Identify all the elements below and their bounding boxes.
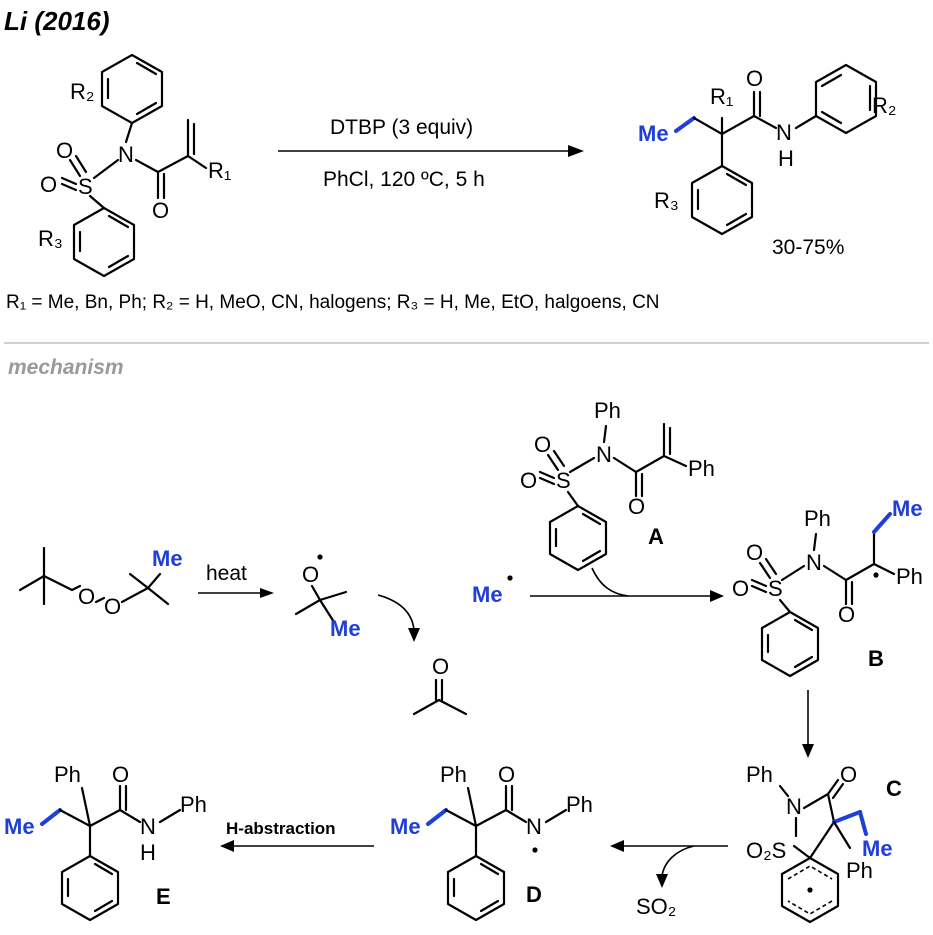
o-atom: O [56,138,73,163]
r1-label: R₁ [710,84,733,109]
label-b: B [868,646,884,671]
label-e: E [156,884,171,909]
product: Me R₁ O N H R₂ R₃ [638,63,896,236]
compound-e-structure: Me Ph O N H Ph [4,762,207,922]
o-atom: O [112,762,129,787]
me-label: Me [152,546,183,571]
dtbp-structure: O O Me [18,546,183,619]
o-atom: O [746,540,763,565]
n-atom: N [776,120,792,145]
acetone-structure: O [412,654,468,716]
compound-b-structure: Ph N S O O O Me Ph [732,496,923,678]
tbuo-radical: O Me [294,554,361,641]
o-atom: O [302,562,319,587]
label-d: D [526,882,542,907]
h-abstraction-label: H-abstraction [226,819,336,838]
o-atom: O [104,594,121,619]
h-abstraction-arrow [220,840,374,852]
me-label: Me [330,616,361,641]
reagent-label: DTBP (3 equiv) [330,116,473,139]
s-atom: S [78,174,93,199]
mechanism-heading: mechanism [8,356,124,379]
me-label: Me [862,836,893,861]
n-atom: N [526,814,542,839]
ph-label: Ph [54,762,81,787]
o-atom: O [498,762,515,787]
s-atom: S [556,468,571,493]
r1-label: R₁ [208,158,231,183]
o-atom: O [838,602,855,627]
fragmentation-arrow [377,594,420,642]
o-atom: O [520,468,537,493]
me-label: Me [390,814,421,839]
o-atom: O [78,584,95,609]
compound-a-structure: Ph N S O O O Ph [520,398,715,572]
o-atom: O [152,198,169,223]
r2-label: R₂ [872,93,896,118]
me-label: Me [892,496,923,521]
ph-label: Ph [180,792,207,817]
n-atom: N [806,550,822,575]
me-label: Me [638,121,669,146]
o2s-label: O₂S [746,838,786,863]
r2-label: R₂ [70,79,94,104]
starting-material: R₂ N S O O R₃ O R₁ [38,53,231,278]
o-atom: O [732,576,749,601]
o-atom: O [628,494,645,519]
substituents-note: R₁ = Me, Bn, Ph; R₂ = H, MeO, CN, haloge… [6,292,660,313]
addition-arrow [530,567,724,602]
desulfonylation-arrow [610,840,728,888]
r3-label: R₃ [38,226,63,251]
ph-label: Ph [804,506,831,531]
reaction-arrow [278,145,584,157]
heat-arrow [198,588,274,598]
ph-label: Ph [440,762,467,787]
o-atom: O [840,762,857,787]
so2-label: SO₂ [636,894,676,919]
ph-label: Ph [846,858,873,883]
heat-label: heat [206,562,247,585]
compound-d-structure: Me Ph O N Ph [390,762,593,922]
ph-label: Ph [688,456,715,481]
n-atom: N [140,814,156,839]
yield-label: 30-75% [772,236,844,259]
n-atom: N [786,794,802,819]
o-atom: O [534,432,551,457]
scheme-title: Li (2016) [4,6,110,36]
n-atom: N [596,442,612,467]
r3-label: R₃ [654,188,679,213]
h-atom: H [140,840,156,865]
o-atom: O [432,654,449,679]
label-c: C [886,776,902,801]
ph-label: Ph [746,762,773,787]
methyl-radical: Me [472,582,503,607]
cyclization-arrow [802,690,814,758]
n-atom: N [118,142,134,167]
ph-label: Ph [566,792,593,817]
label-a: A [648,524,664,549]
compound-c-structure: Ph N O O₂S Me Ph [746,762,893,924]
ph-label: Ph [594,398,621,423]
me-label: Me [4,814,35,839]
s-atom: S [768,576,783,601]
ph-label: Ph [896,564,923,589]
conditions-label: PhCl, 120 ºC, 5 h [323,168,485,191]
h-atom: H [778,146,794,171]
o-atom: O [746,66,763,91]
o-atom: O [40,172,57,197]
